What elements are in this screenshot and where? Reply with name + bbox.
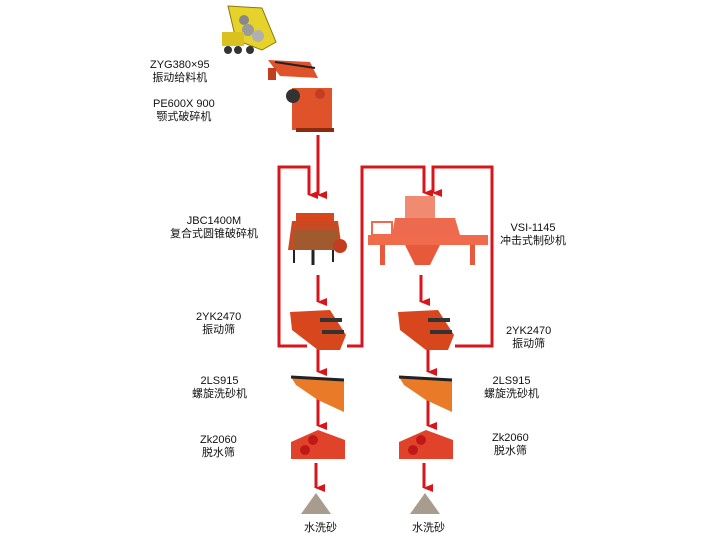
washer-left-name: 螺旋洗砂机 <box>192 388 247 400</box>
dewater-left-name: 脱水筛 <box>201 447 235 459</box>
sand-pile-right-icon <box>410 493 440 514</box>
washer-left-model: 2LS915 <box>200 375 239 387</box>
jaw-crusher-model: PE600X 900 <box>153 98 215 110</box>
dewater-left-label: Zk2060 脱水筛 <box>200 434 237 460</box>
sand-maker-label: VSI-1145 冲击式制砂机 <box>500 222 566 248</box>
product-right-label: 水洗砂 <box>412 522 445 534</box>
vibrating-screen-left-icon <box>290 310 346 350</box>
screen-right-model: 2YK2470 <box>506 325 552 337</box>
washer-right-name: 螺旋洗砂机 <box>484 388 539 400</box>
sand-maker-model: VSI-1145 <box>510 222 556 234</box>
feeder-name: 振动给料机 <box>152 72 208 84</box>
screen-right-label: 2YK2470 振动筛 <box>506 325 551 351</box>
flow-lines <box>277 135 494 492</box>
dewatering-screen-left-icon <box>291 430 345 459</box>
washer-right-label: 2LS915 螺旋洗砂机 <box>484 375 539 401</box>
vsi-sand-maker-icon <box>368 196 488 265</box>
dewater-right-model: Zk2060 <box>492 432 529 444</box>
cone-crusher-model: JBC1400M <box>186 215 242 227</box>
flow-loop-screen1-to-vsi <box>347 165 433 348</box>
cone-crusher-icon <box>288 213 347 265</box>
dewater-left-model: Zk2060 <box>200 434 237 446</box>
dewater-right-label: Zk2060 脱水筛 <box>492 432 529 458</box>
sand-maker-name: 冲击式制砂机 <box>500 235 566 247</box>
jaw-crusher-icon <box>286 88 334 132</box>
washer-left-label: 2LS915 螺旋洗砂机 <box>192 375 247 401</box>
screen-left-label: 2YK2470 振动筛 <box>196 311 241 337</box>
screen-left-model: 2YK2470 <box>196 311 242 323</box>
vibrating-feeder-icon <box>268 60 318 80</box>
dewatering-screen-right-icon <box>399 430 453 459</box>
feeder-label: ZYG380×95 振动给料机 <box>150 59 210 85</box>
dewater-right-name: 脱水筛 <box>493 445 527 457</box>
cone-crusher-label: JBC1400M 复合式圆锥破碎机 <box>170 215 258 241</box>
jaw-crusher-label: PE600X 900 颚式破碎机 <box>153 98 215 124</box>
jaw-crusher-name: 颚式破碎机 <box>156 111 212 123</box>
vibrating-screen-right-icon <box>398 310 454 350</box>
sand-washer-right-icon <box>398 375 453 412</box>
flow-loop-screen2-to-vsi <box>431 165 494 348</box>
feeder-model: ZYG380×95 <box>150 59 210 71</box>
cone-crusher-name: 复合式圆锥破碎机 <box>170 228 258 240</box>
product-left-label: 水洗砂 <box>304 522 337 534</box>
screen-right-name: 振动筛 <box>512 338 546 350</box>
screen-left-name: 振动筛 <box>202 324 236 336</box>
sand-washer-left-icon <box>290 375 345 412</box>
washer-right-model: 2LS915 <box>492 375 531 387</box>
dump-truck-icon <box>222 5 277 54</box>
sand-pile-left-icon <box>301 493 331 514</box>
flow-loop-screen-to-cone <box>277 165 318 348</box>
